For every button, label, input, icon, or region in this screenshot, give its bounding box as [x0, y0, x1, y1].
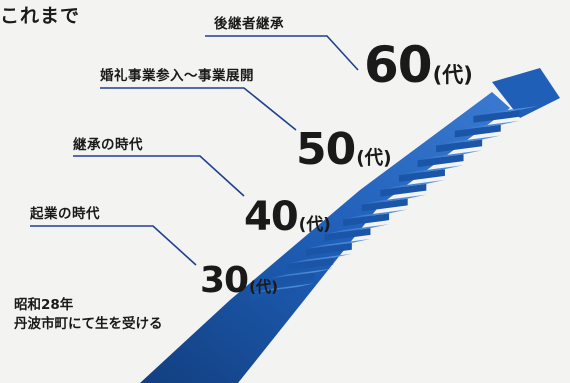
stair-steps — [250, 106, 538, 300]
origin-line-1: 昭和28年 — [14, 297, 74, 313]
stair-tread — [380, 179, 445, 190]
stair-tread — [343, 209, 408, 220]
stair-riser — [268, 272, 315, 286]
milestone-age-30: 30(代) — [200, 260, 279, 301]
leader-line-30 — [30, 225, 197, 266]
leader-line-50 — [100, 87, 297, 131]
stair-riser — [305, 242, 352, 256]
stair-riser — [343, 213, 390, 227]
milestone-label-40: 継承の時代 — [73, 137, 143, 153]
origin-line-2: 丹波市町にて生を受ける — [14, 315, 163, 332]
milestone-age-60: 60(代) — [364, 36, 473, 94]
stair-riser — [324, 228, 371, 241]
milestone-age-50: 50(代) — [296, 124, 392, 175]
stair-riser — [287, 257, 334, 271]
stair-tread — [287, 253, 352, 264]
leader-line-40 — [73, 155, 245, 197]
stair-riser — [417, 154, 464, 168]
stair-tread — [417, 150, 483, 161]
stair-tread — [436, 135, 501, 146]
stair-tread — [268, 268, 334, 279]
stair-riser — [473, 110, 520, 123]
stair-tread — [473, 106, 538, 116]
stair-riser — [361, 198, 408, 212]
stair-riser — [436, 139, 483, 153]
heading: これまで — [0, 5, 81, 27]
milestone-label-60: 後継者継承 — [214, 16, 284, 32]
stair-riser — [454, 124, 501, 138]
stair-tread — [324, 224, 390, 235]
milestone-age-40: 40(代) — [244, 194, 331, 240]
milestone-label-30: 起業の時代 — [30, 206, 100, 222]
stair-tread — [361, 194, 427, 205]
arrow-head-icon — [492, 68, 560, 118]
stair-tread — [305, 238, 371, 249]
stair-tread — [250, 283, 315, 294]
leader-line-60 — [205, 35, 359, 71]
milestone-label-50: 婚礼事業参入〜事業展開 — [100, 68, 254, 84]
origin-text: 昭和28年 丹波市町にて生を受ける — [14, 296, 163, 334]
stair-riser — [250, 287, 296, 300]
stair-tread — [398, 165, 464, 176]
stair-tread — [454, 120, 520, 131]
stair-riser — [380, 183, 427, 197]
stair-riser — [398, 169, 445, 182]
